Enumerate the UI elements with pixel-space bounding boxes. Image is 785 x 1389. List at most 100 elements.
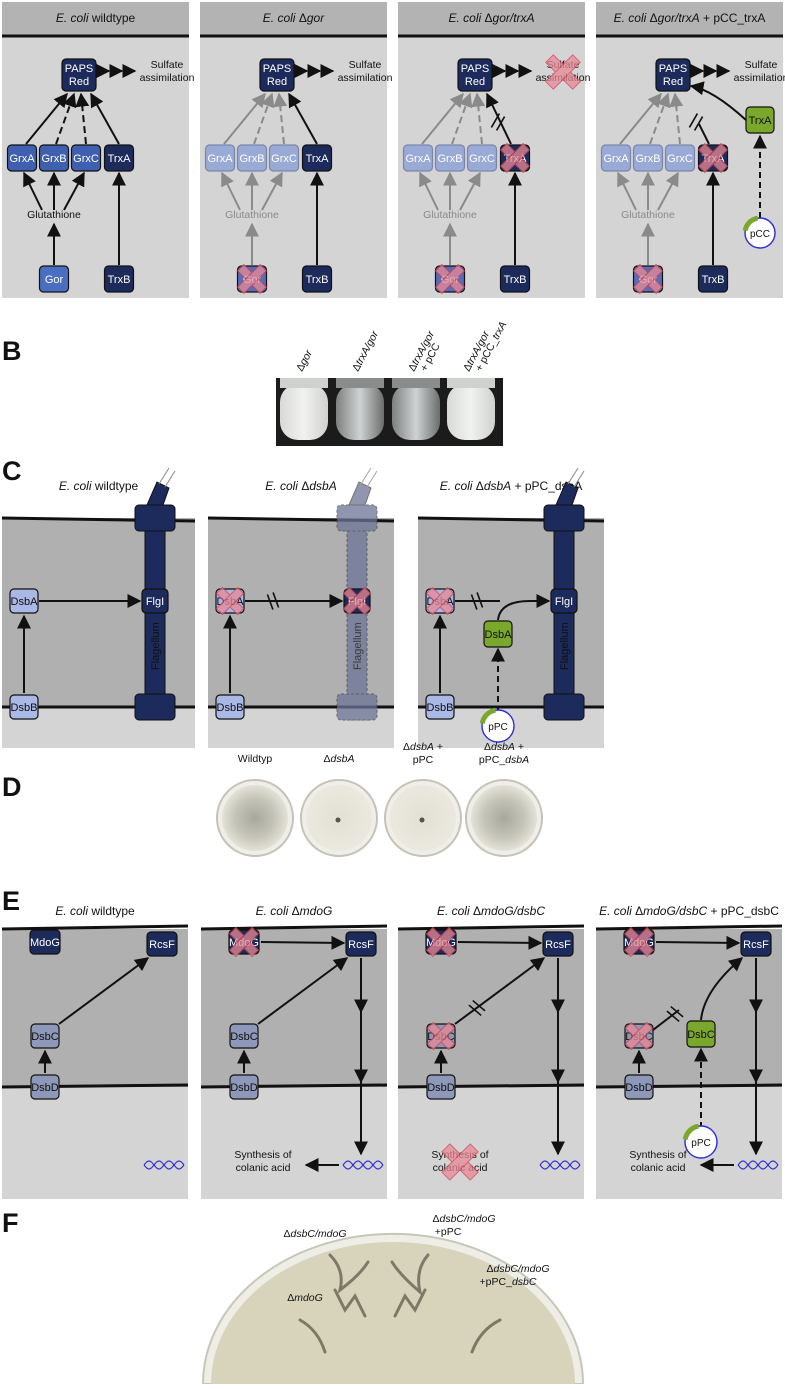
- trxa-box: [103, 144, 135, 172]
- gor-box: [38, 265, 70, 293]
- panel-title: E. coli Δgor: [263, 11, 325, 25]
- rcsf-box: [542, 931, 574, 957]
- grxb-to-paps-arrow: [451, 92, 473, 145]
- cross-bar-2: [499, 142, 531, 174]
- title-part: Δ: [646, 11, 657, 25]
- cross-bar-2: [215, 586, 245, 616]
- dsbd-box: [624, 1074, 654, 1100]
- dsbb-box: [425, 694, 455, 720]
- rcsf-box: [146, 931, 178, 957]
- trxa-deletion-cross: [499, 142, 531, 174]
- title-part: dsbA: [410, 741, 434, 753]
- flagellum-label: Flagellum: [150, 622, 162, 670]
- grx-0-label: GrxA: [405, 153, 431, 165]
- grx-2-box: [70, 144, 102, 172]
- dsbc-to-rcsf-arrow: [257, 957, 349, 1025]
- grx-2-box: [664, 144, 696, 172]
- flagellum: Flagellum: [543, 467, 585, 721]
- grx-2-label: GrxC: [469, 153, 495, 165]
- agar-plate-half: [201, 1232, 585, 1385]
- grx-2-box: [268, 144, 300, 172]
- trxa-stub-line: [698, 123, 710, 145]
- grx-0-box: [204, 144, 236, 172]
- inner-membrane: [397, 1083, 585, 1089]
- ppc-plasmid-insert: [682, 1123, 700, 1141]
- panel-c: E. coli wildtypeFlagellumFlgIDsbADsbBE. …: [1, 467, 605, 748]
- title-part: +pPC_: [480, 1276, 513, 1288]
- trxb-box: [697, 265, 729, 293]
- paps-red-label: PAPS: [461, 63, 490, 75]
- interruption-line: [266, 594, 274, 610]
- vial-label: ΔtrxA/gor: [350, 329, 381, 374]
- sulfate-label: assimilation: [140, 72, 195, 84]
- flagellum-ms-ring: [543, 693, 585, 721]
- rescue-dsbc-box: [686, 1020, 716, 1048]
- dsbd-label: DsbD: [427, 1082, 455, 1094]
- panel-title: E. coli Δgor/trxA + pCC_trxA: [614, 11, 766, 25]
- glutathione-label: Glutathione: [27, 209, 81, 221]
- grx-1-label: GrxB: [437, 153, 462, 165]
- flagellum-rod: [144, 507, 166, 721]
- glutathione-to-grxa-arrow: [617, 171, 637, 211]
- title-part: pPC_: [479, 754, 505, 766]
- title-part: mdoG: [294, 1292, 323, 1304]
- agar-plate-2: ΔdsbA: [300, 753, 378, 857]
- mdog-to-rcsf-arrow: [260, 935, 346, 950]
- title-part: Δ: [294, 362, 308, 374]
- flagellum-ms-ring: [134, 693, 176, 721]
- flagellum-rod: [553, 507, 575, 721]
- glutathione-label: Glutathione: [423, 209, 477, 221]
- title-part: Δ: [324, 753, 331, 765]
- rcsf-label: RcsF: [348, 939, 374, 951]
- title-part: E. coli: [56, 11, 89, 25]
- panel-f: ΔdsbC/mdoGΔdsbC/mdoG+pPCΔmdoGΔdsbC/mdoG+…: [201, 1213, 585, 1385]
- plate-label: ΔdsbA: [324, 753, 355, 765]
- trxa-to-paps-arrow: [90, 92, 120, 145]
- title-part: E. coli: [599, 904, 632, 918]
- title-part: + pCC_trxA: [700, 11, 766, 25]
- rescue-dsba-arrow: [497, 594, 551, 621]
- paps-red-box: [61, 58, 97, 92]
- dsba-pathway-interruption: [470, 592, 484, 610]
- title-part: wildtype: [92, 479, 139, 493]
- outer-membrane: [1, 924, 189, 931]
- rescue-trxa-arrow: [689, 81, 747, 121]
- trxb-label: TrxB: [306, 274, 329, 286]
- vial-culture: [392, 384, 440, 440]
- trxb-label: TrxB: [504, 274, 527, 286]
- title-part: Δ: [461, 362, 475, 374]
- dsbc-label: DsbC: [31, 1031, 59, 1043]
- title-part: Δ: [472, 479, 483, 493]
- title-band: [200, 2, 387, 36]
- paps-red-label: Red: [267, 76, 287, 88]
- gor-deletion-cross: [632, 263, 664, 295]
- agar-plate-4: ΔdsbA +pPC_dsbA: [465, 741, 543, 857]
- title-part: Δ: [350, 362, 364, 374]
- pcc-plasmid-insert: [742, 215, 759, 232]
- title-part: trxA/gor: [353, 329, 381, 368]
- trxb-box: [301, 265, 333, 293]
- glutathione-to-grxa-arrow: [23, 171, 43, 211]
- rcsf-box: [740, 931, 772, 957]
- panel-label-e: E: [2, 886, 20, 916]
- title-part: dsbC: [512, 1276, 537, 1288]
- title-part: +pPC: [435, 1226, 462, 1238]
- dsbc-pathway-interruption: [468, 999, 486, 1017]
- grx-2-label: GrxC: [271, 153, 297, 165]
- plate-agar: [211, 1241, 575, 1384]
- glutathione-to-grxc-arrow: [261, 171, 283, 211]
- paps-red-box: [655, 58, 691, 92]
- panel-c-sub-2: E. coli ΔdsbAFlagellumFlgIDsbADsbB: [207, 467, 395, 748]
- rcsf-label: RcsF: [545, 939, 571, 951]
- flgi-box: [550, 588, 578, 614]
- panel-a-sub-2: E. coli ΔgorPAPSRedSulfateassimilationGr…: [200, 2, 393, 298]
- sulfate-label: assimilation: [338, 72, 393, 84]
- glutathione-to-grxa-arrow: [419, 171, 439, 211]
- title-part: Δ: [470, 904, 481, 918]
- colanic-acid-genes-strand-2: [539, 1160, 581, 1170]
- grxc-to-paps-arrow: [273, 92, 288, 145]
- grx-0-box: [600, 144, 632, 172]
- title-part: trxA: [490, 320, 509, 342]
